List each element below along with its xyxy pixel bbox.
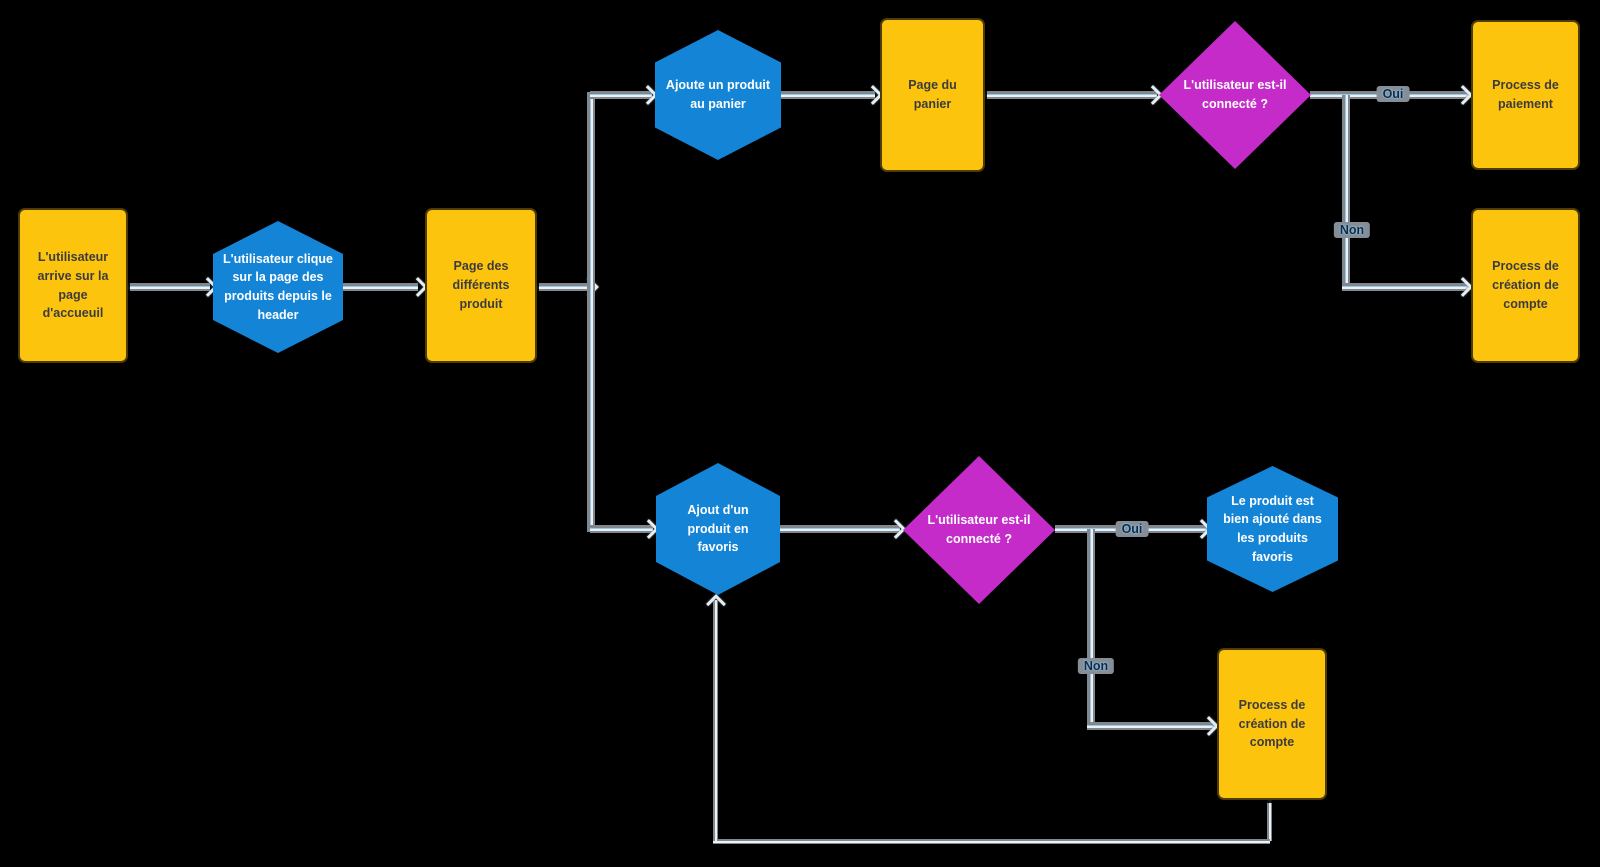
connector-segment xyxy=(780,91,875,99)
connector-segment xyxy=(590,525,653,533)
connector-segment xyxy=(778,525,900,533)
node-cart-page-label: Page du panier xyxy=(908,78,957,111)
node-account-creation-top[interactable]: Process de création de compte xyxy=(1471,208,1580,363)
node-add-to-favorites-label: Ajout d'un produit en favoris xyxy=(687,502,749,555)
node-favorites-confirmed[interactable]: Le produit est bien ajouté dans les prod… xyxy=(1207,466,1338,592)
node-products-page[interactable]: Page des différents produit xyxy=(425,208,537,363)
node-cart-page[interactable]: Page du panier xyxy=(880,18,985,172)
node-is-connected-cart[interactable]: L'utilisateur est-il connecté ? xyxy=(1159,21,1311,169)
edge-label-oui-favoris: Oui xyxy=(1115,521,1149,537)
node-favorites-confirmed-label: Le produit est bien ajouté dans les prod… xyxy=(1223,493,1322,564)
node-products-page-label: Page des différents produit xyxy=(452,259,510,311)
connector-trunk-segment xyxy=(587,92,595,532)
node-account-creation-bottom-label: Process de création de compte xyxy=(1238,697,1306,750)
connector-segment xyxy=(1342,283,1468,291)
node-add-to-cart-label: Ajoute un produit au panier xyxy=(665,78,771,111)
arrowhead-right-icon xyxy=(639,519,659,539)
node-is-connected-cart-label: L'utilisateur est-il connecté ? xyxy=(1183,78,1287,111)
arrowhead-right-icon xyxy=(1453,85,1473,105)
connector-segment xyxy=(713,600,718,841)
connector-segment xyxy=(1087,722,1214,730)
edge-label-oui-cart: Oui xyxy=(1376,86,1410,102)
arrowhead-up-icon xyxy=(706,594,726,614)
connector-segment xyxy=(537,283,590,291)
connector-segment xyxy=(128,283,210,291)
arrowhead-right-icon xyxy=(1453,277,1473,297)
node-payment-process-label: Process de paiement xyxy=(1492,78,1559,111)
node-is-connected-favoris[interactable]: L'utilisateur est-il connecté ? xyxy=(903,456,1055,604)
node-start[interactable]: L'utilisateur arrive sur la page d'accue… xyxy=(18,208,128,363)
connector-segment xyxy=(1087,529,1095,725)
connector-segment xyxy=(343,283,418,291)
node-is-connected-favoris-label: L'utilisateur est-il connecté ? xyxy=(927,513,1031,546)
node-add-to-cart[interactable]: Ajoute un produit au panier xyxy=(655,30,781,160)
connector-segment xyxy=(1342,95,1350,287)
node-click-products-label: L'utilisateur clique sur la page des pro… xyxy=(223,251,333,322)
node-add-to-favorites[interactable]: Ajout d'un produit en favoris xyxy=(656,463,780,595)
edge-label-non-cart: Non xyxy=(1333,222,1371,238)
node-payment-process[interactable]: Process de paiement xyxy=(1471,20,1580,170)
connector-segment xyxy=(985,91,1157,99)
arrowhead-right-icon xyxy=(1199,716,1219,736)
node-account-creation-top-label: Process de création de compte xyxy=(1492,259,1559,311)
connector-segment xyxy=(713,839,1270,844)
arrowhead-right-icon xyxy=(638,85,658,105)
arrowhead-right-icon xyxy=(886,519,906,539)
edge-label-non-favoris: Non xyxy=(1077,658,1115,674)
node-account-creation-bottom[interactable]: Process de création de compte xyxy=(1217,648,1327,800)
node-start-label: L'utilisateur arrive sur la page d'accue… xyxy=(37,250,109,321)
node-click-products[interactable]: L'utilisateur clique sur la page des pro… xyxy=(213,221,343,353)
connector-segment xyxy=(590,91,652,99)
connector-segment xyxy=(1267,800,1272,841)
